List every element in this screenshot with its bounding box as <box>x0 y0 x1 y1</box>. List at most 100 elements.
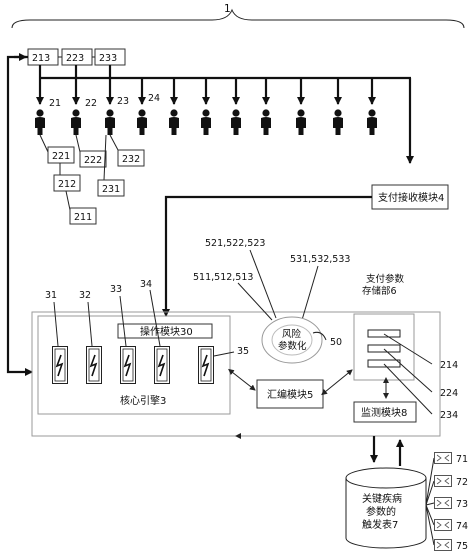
person-icon <box>296 109 306 135</box>
tag-ref-75: 75 <box>456 541 468 552</box>
chain-boxes: 213 223 233 <box>27 48 126 66</box>
box-212-label: 212 <box>58 179 76 190</box>
risk-refs-c: 531,532,533 <box>290 254 350 265</box>
payment-receive-module <box>371 184 449 210</box>
person-icon-23 <box>105 109 115 135</box>
risk-parameterization-group: 521,522,523 511,512,513 531,532,533 风险 参… <box>193 238 350 364</box>
monitor-module <box>353 401 417 423</box>
fan-line-71 <box>425 457 435 506</box>
monitor-module-label: 监测模块8 <box>361 406 407 419</box>
person-icon <box>333 109 343 135</box>
risk-ref-label: 50 <box>330 337 342 348</box>
risk-leader-b <box>237 282 273 321</box>
risk-leader-c <box>301 265 319 321</box>
device-ref-33: 33 <box>110 284 122 295</box>
tag-icon-75 <box>434 539 452 551</box>
person-icon-21 <box>35 109 45 135</box>
box-232 <box>117 149 145 167</box>
box-222-label: 222 <box>84 155 102 166</box>
box-232-label: 232 <box>122 154 140 165</box>
device-ref-31: 31 <box>45 290 57 301</box>
person-icon <box>367 109 377 135</box>
storage-slot-234 <box>367 359 401 368</box>
leader-232 <box>109 134 119 151</box>
storage-ref-224: 224 <box>440 388 458 399</box>
risk-ref-leader <box>312 331 327 341</box>
box-222 <box>79 150 107 168</box>
device-icon-31 <box>52 346 68 384</box>
risk-label-line2: 参数化 <box>278 340 307 352</box>
tag-ref-71: 71 <box>456 454 468 465</box>
risk-refs-a: 521,522,523 <box>205 238 265 249</box>
leader-234 <box>383 363 433 415</box>
tag-ref-74: 74 <box>456 521 468 532</box>
engine-compile-arrow <box>228 368 256 391</box>
device-ref-34: 34 <box>140 279 152 290</box>
person-icon <box>231 109 241 135</box>
person-label-23: 23 <box>117 96 129 107</box>
person-icon-24 <box>137 109 147 135</box>
people-row <box>35 109 377 135</box>
core-engine-label: 核心引擎3 <box>120 394 166 407</box>
leader-214 <box>383 333 433 365</box>
leader-211 <box>65 190 71 211</box>
fan-line-75 <box>425 504 435 546</box>
tag-ref-73: 73 <box>456 499 468 510</box>
leader-31 <box>53 301 59 347</box>
operation-module <box>117 323 213 339</box>
storage-slot-214 <box>367 329 401 338</box>
trigger-table-line1: 关键疾病 <box>362 492 402 505</box>
bus-drop-arrows <box>36 78 376 105</box>
leader-222 <box>75 134 81 153</box>
box-213-label: 213 <box>32 53 50 64</box>
box-231 <box>97 179 125 197</box>
cylinder-body <box>345 478 427 549</box>
person-icon <box>201 109 211 135</box>
person-label-22: 22 <box>85 98 97 109</box>
storage-slot-224 <box>367 344 401 353</box>
trigger-table-line2: 参数的 <box>366 505 396 518</box>
device-ref-35: 35 <box>237 346 249 357</box>
compile-module <box>256 379 324 409</box>
box-233-label: 233 <box>99 53 117 64</box>
risk-disc-inner <box>271 324 313 356</box>
leader-32 <box>87 301 93 347</box>
storage-ref-234: 234 <box>440 410 458 421</box>
person-icon <box>261 109 271 135</box>
core-engine <box>37 315 231 415</box>
risk-disc-outer <box>261 316 323 364</box>
trigger-table-line3: 触发表7 <box>362 518 398 531</box>
sub-boxes: 221 222 232 212 231 211 <box>39 134 145 225</box>
fan-line-72 <box>425 480 435 506</box>
box-212 <box>53 174 81 192</box>
system-label: 1 <box>224 3 231 15</box>
compile-module-label: 汇编模块5 <box>267 388 313 401</box>
box-211 <box>69 207 97 225</box>
leader-224 <box>383 348 433 393</box>
trigger-table-cylinder: 关键疾病 参数的 触发表7 <box>345 467 427 549</box>
operation-module-label: 操作模块30 <box>140 325 193 338</box>
box-231-label: 231 <box>102 184 120 195</box>
risk-leader-a <box>249 249 277 319</box>
person-icon-22 <box>71 109 81 135</box>
left-loop-arrow <box>6 55 33 376</box>
trigger-tags: 71 72 73 74 75 <box>425 452 468 552</box>
cylinder-top <box>345 467 427 489</box>
tag-icon-73 <box>434 497 452 509</box>
storage-slots <box>367 329 401 368</box>
tag-icon-74 <box>434 519 452 531</box>
storage-label-line1: 支付参数 <box>366 273 405 285</box>
leader-35 <box>213 351 235 357</box>
device-ref-32: 32 <box>79 290 91 301</box>
person-icon <box>169 109 179 135</box>
leader-221 <box>39 134 49 153</box>
tag-icon-71 <box>434 452 452 464</box>
leader-34 <box>149 289 161 347</box>
storage-label-line2: 存储部6 <box>362 285 397 297</box>
person-label-21: 21 <box>49 98 61 109</box>
system-brace: 1 <box>11 3 465 29</box>
device-icon-33 <box>120 346 136 384</box>
fan-line-73 <box>425 502 435 506</box>
payment-receive-label: 支付接收模块4 <box>378 191 444 204</box>
